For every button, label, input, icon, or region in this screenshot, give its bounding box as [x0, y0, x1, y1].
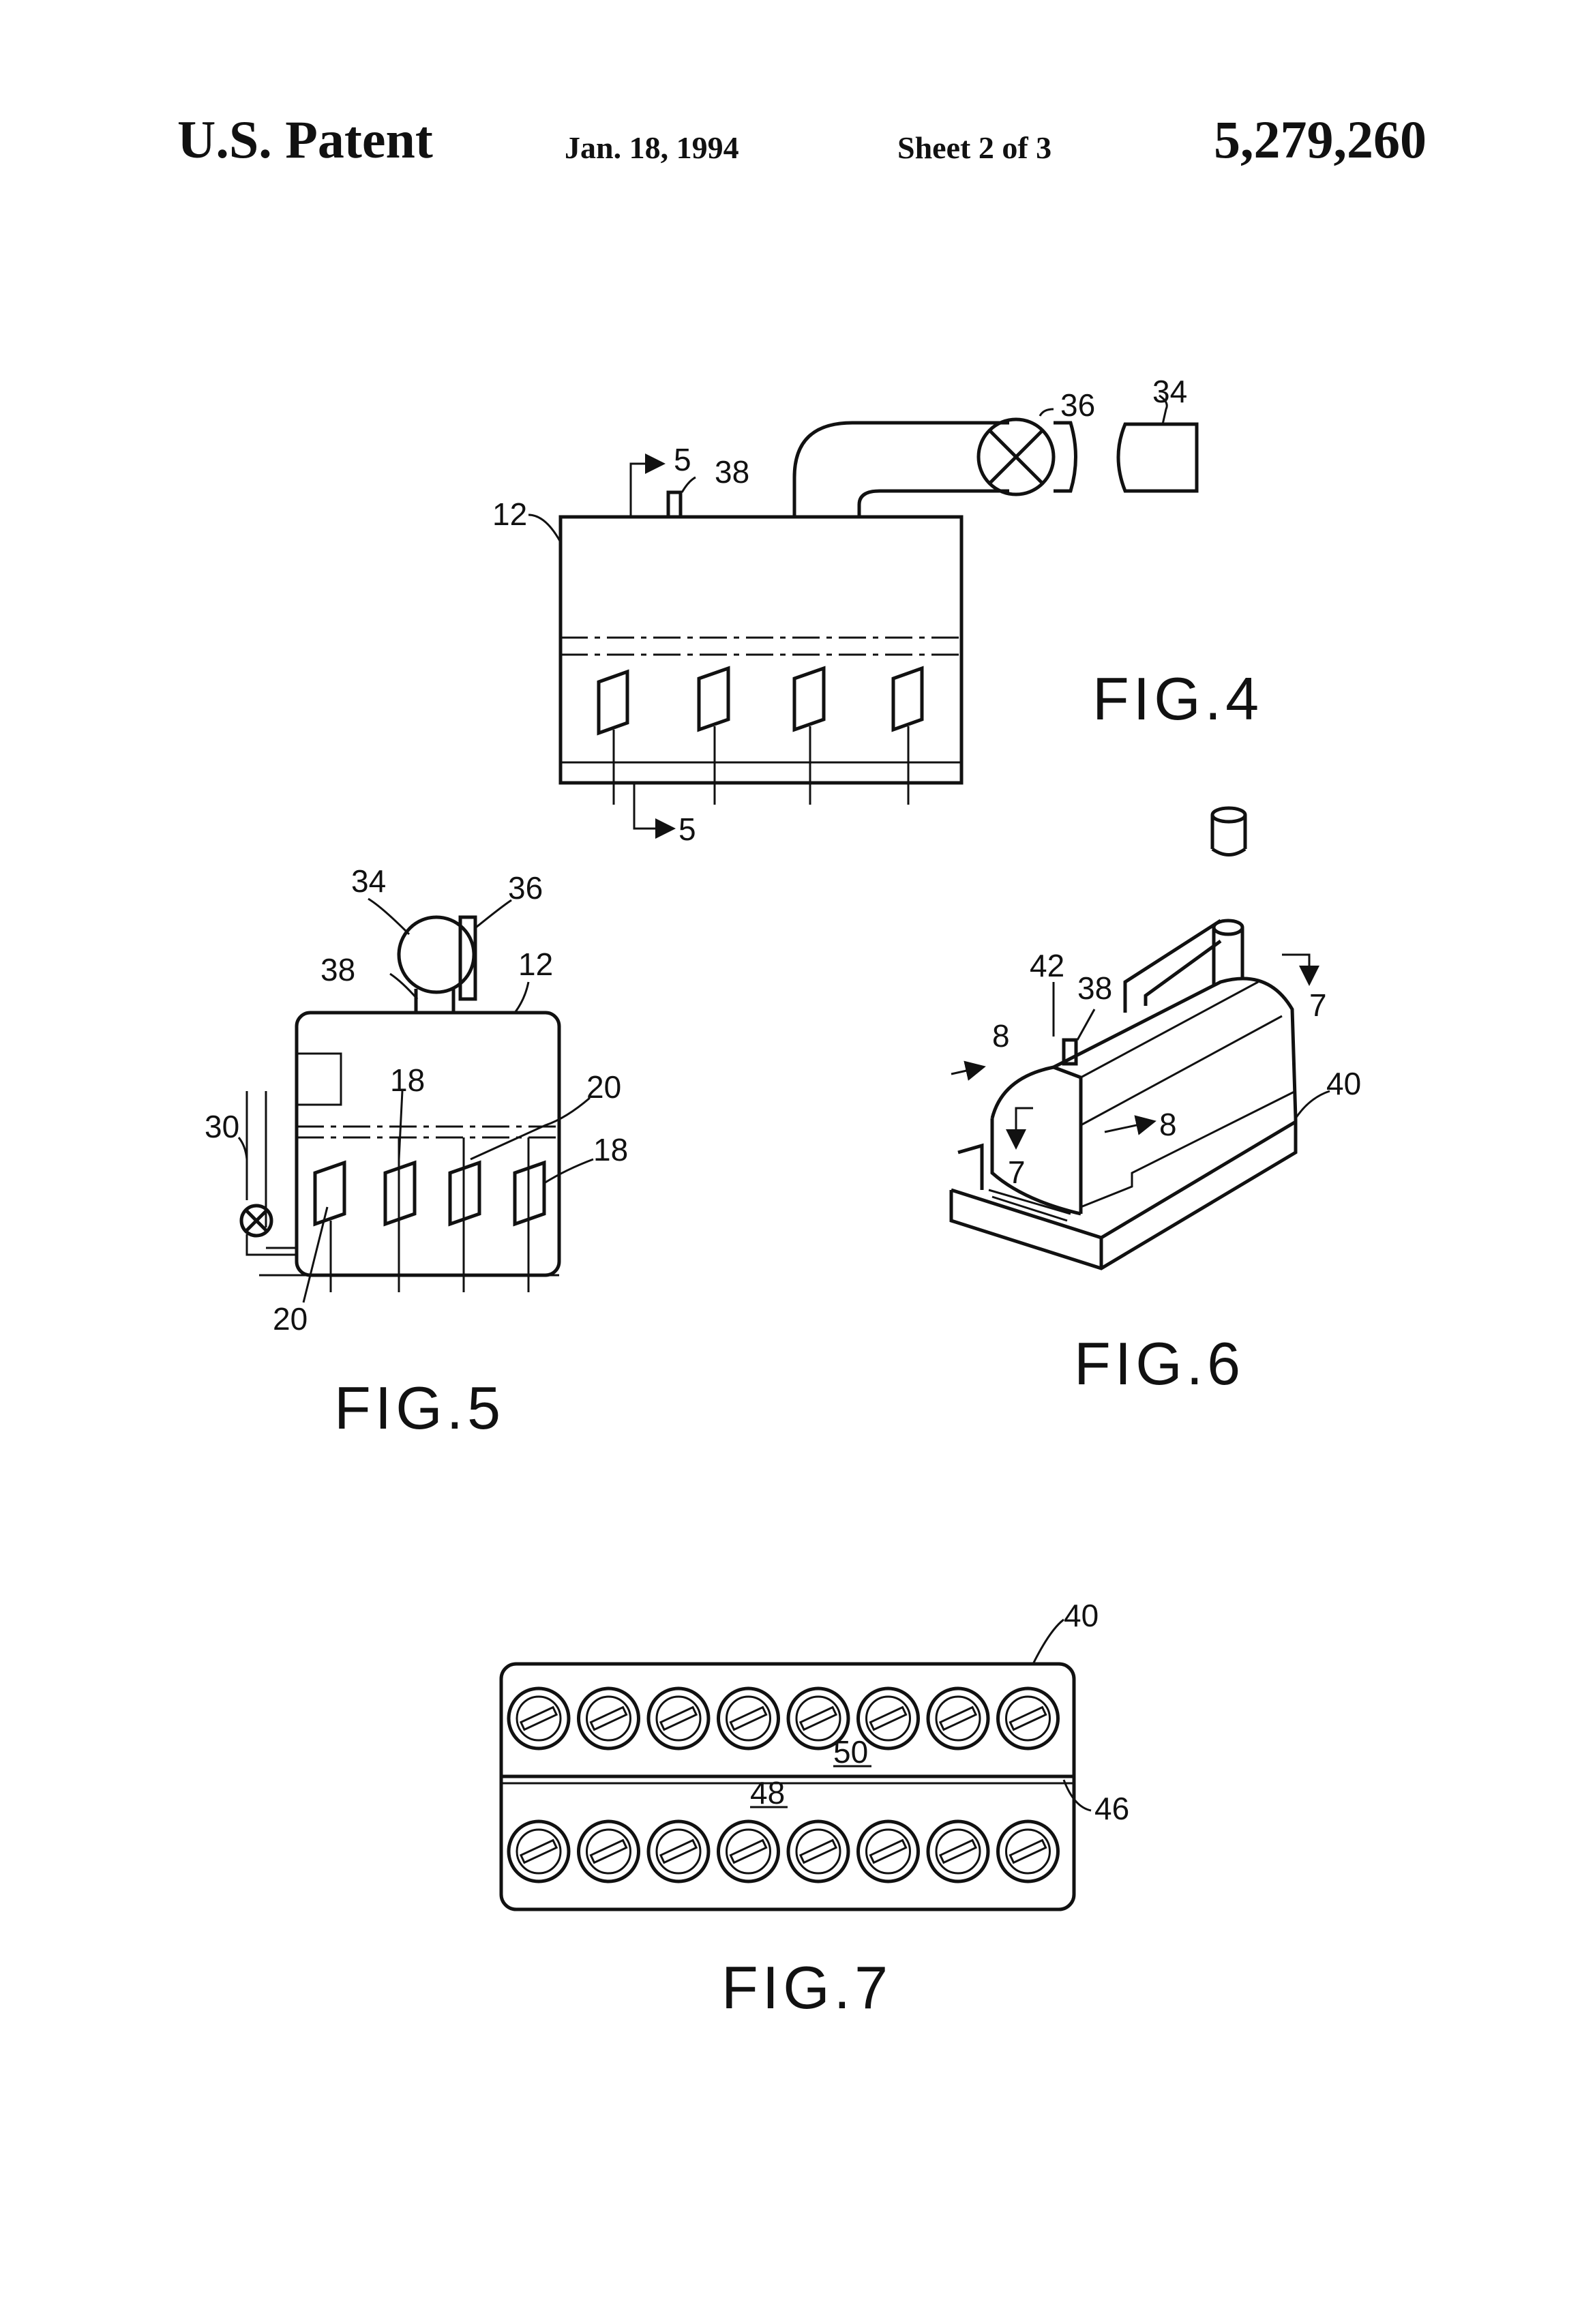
ref-20-right: 20 — [586, 1069, 621, 1105]
fig5-plates — [315, 1137, 544, 1292]
ref-34: 34 — [1152, 374, 1187, 409]
plate-holder-inner — [587, 1830, 631, 1873]
plate-slot — [730, 1708, 766, 1730]
figure-5: 34 36 38 12 18 20 30 18 20 FIG.5 — [205, 863, 628, 1442]
plate-slot — [661, 1708, 696, 1730]
fig4-title: FIG.4 — [1092, 665, 1263, 732]
ref-30: 30 — [205, 1109, 239, 1144]
fan-36 — [979, 419, 1076, 494]
plate-slot — [940, 1708, 976, 1730]
plate-holder-inner — [657, 1830, 700, 1873]
vent-38 — [668, 492, 681, 517]
ref-38: 38 — [320, 952, 355, 987]
plate-slot — [730, 1841, 766, 1863]
plate-slot — [1010, 1841, 1045, 1863]
stack-pipe — [1214, 927, 1242, 985]
ref-12: 12 — [518, 947, 553, 982]
ref-38: 38 — [715, 454, 749, 490]
plate-holder-inner — [1006, 1830, 1050, 1873]
plate-slot — [801, 1841, 836, 1863]
tank-body — [297, 1013, 559, 1275]
ref-34: 34 — [351, 863, 386, 899]
ref-12: 12 — [492, 496, 527, 532]
plate-slot — [521, 1841, 556, 1863]
plate-holder-inner — [657, 1697, 700, 1740]
plate-holder-inner — [936, 1830, 980, 1873]
ref-40: 40 — [1064, 1598, 1099, 1633]
plate-slot — [940, 1841, 976, 1863]
plate-slot — [591, 1841, 626, 1863]
plate-holder-inner — [867, 1830, 910, 1873]
fig7-title: FIG.7 — [721, 1954, 892, 2021]
ref-5-top: 5 — [674, 442, 691, 477]
ref-18-left: 18 — [390, 1062, 425, 1098]
plate-holder-inner — [587, 1697, 631, 1740]
fig6-title: FIG.6 — [1074, 1330, 1244, 1397]
ref-46: 46 — [1094, 1791, 1129, 1826]
plate-slot — [521, 1708, 556, 1730]
figure-4: 12 5 38 36 34 5 FIG.4 — [492, 374, 1263, 847]
plate-holder-inner — [517, 1830, 561, 1873]
exhaust-duct — [794, 423, 1009, 517]
ref-36: 36 — [508, 870, 543, 906]
figure-6: 42 38 8 7 40 8 7 FIG.6 — [951, 808, 1361, 1397]
ref-18-right: 18 — [593, 1132, 628, 1167]
ref-5-bottom: 5 — [678, 811, 696, 847]
ref-7-left: 7 — [1008, 1154, 1026, 1190]
housing-42 — [992, 1067, 1081, 1214]
plate-slot — [591, 1708, 626, 1730]
plate-slot — [801, 1708, 836, 1730]
ref-40: 40 — [1326, 1066, 1361, 1101]
plate-slot — [870, 1708, 906, 1730]
ref-8-left: 8 — [992, 1018, 1010, 1054]
top-plate-row — [509, 1688, 1058, 1748]
plate-holder-inner — [867, 1697, 910, 1740]
ref-8-right: 8 — [1159, 1107, 1177, 1142]
plate-slot — [870, 1841, 906, 1863]
ref-50: 50 — [833, 1734, 868, 1770]
plate-slot — [661, 1841, 696, 1863]
plate-slot — [1010, 1708, 1045, 1730]
fig5-title: FIG.5 — [334, 1374, 505, 1442]
tank-body — [561, 517, 961, 783]
ref-7-right: 7 — [1309, 987, 1327, 1023]
ref-42: 42 — [1030, 948, 1064, 983]
plate-holder-inner — [796, 1830, 840, 1873]
plate-holder-inner — [1006, 1697, 1050, 1740]
plate-holder-inner — [517, 1697, 561, 1740]
plate-holder-inner — [727, 1697, 771, 1740]
figure-7: 40 50 48 46 FIG.7 — [501, 1598, 1129, 2021]
plate-holder-inner — [727, 1830, 771, 1873]
ref-20-left: 20 — [273, 1301, 308, 1337]
plate-holder-inner — [936, 1697, 980, 1740]
ref-36: 36 — [1060, 387, 1095, 423]
bottom-plate-row — [509, 1821, 1058, 1881]
ref-38: 38 — [1077, 970, 1112, 1006]
pipe-34 — [1118, 424, 1197, 491]
fan-34 — [399, 917, 474, 992]
ref-48: 48 — [750, 1775, 785, 1811]
